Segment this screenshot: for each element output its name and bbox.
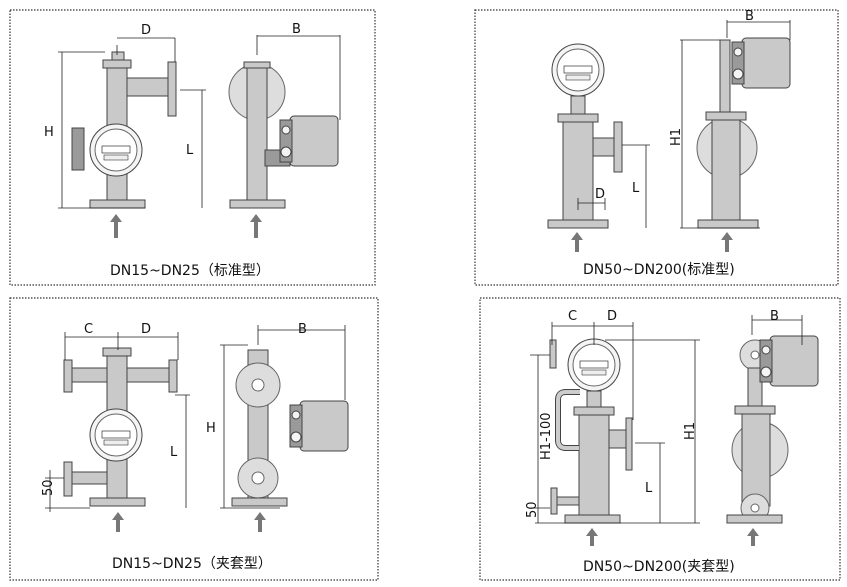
panel-dn15-25-jacketed: C D B H L 50 DN15~DN25（夹套型） (9, 297, 379, 581)
dim-B: B (770, 309, 779, 324)
dim-D: D (607, 309, 617, 324)
flow-arrow (110, 214, 262, 238)
side-view (726, 335, 819, 524)
flow-arrow (586, 528, 759, 546)
dim-H: H (44, 125, 54, 140)
panel-border (9, 9, 376, 286)
panel-border (9, 297, 379, 581)
front-view (63, 347, 178, 507)
panel-dn50-200-jacketed: C D B H1 H1-100 L 50 DN50~DN200(夹套型) (479, 297, 841, 581)
dim-C: C (568, 309, 577, 324)
dim-C: C (84, 322, 93, 337)
front-view (71, 51, 177, 209)
panel-border (474, 9, 839, 286)
panel-dn15-25-standard: D B H L DN15~DN25（标准型） (9, 9, 376, 286)
dim-B: B (745, 9, 754, 24)
panel-caption: DN15~DN25（标准型） (110, 263, 270, 279)
panel-caption: DN15~DN25（夹套型） (112, 556, 272, 572)
dim-D: D (141, 23, 151, 38)
flow-arrow (571, 232, 733, 252)
dim-H1: H1 (683, 422, 698, 440)
dim-H: H (206, 421, 216, 436)
dim-H1: H1 (669, 128, 684, 146)
dim-B: B (298, 322, 307, 337)
panel-caption: DN50~DN200(夹套型) (583, 559, 735, 575)
front-view (547, 43, 623, 229)
panel-border (479, 297, 841, 581)
dim-L: L (632, 181, 640, 196)
dim-D: D (595, 187, 605, 202)
flow-arrow (112, 512, 266, 532)
dim-L: L (170, 445, 178, 460)
dim-H1-100: H1-100 (539, 412, 554, 460)
side-view (696, 37, 791, 229)
dim-D: D (141, 322, 151, 337)
dim-L: L (186, 143, 194, 158)
front-view (549, 338, 633, 524)
side-view (228, 61, 339, 209)
panel-caption: DN50~DN200(标准型) (583, 262, 735, 278)
dim-50: 50 (525, 501, 540, 518)
panel-dn50-200-standard: B H1 D L DN50~DN200(标准型) (474, 9, 839, 286)
dim-50: 50 (41, 479, 56, 496)
dim-L: L (645, 481, 653, 496)
dim-B: B (292, 22, 301, 37)
side-view (231, 349, 349, 507)
